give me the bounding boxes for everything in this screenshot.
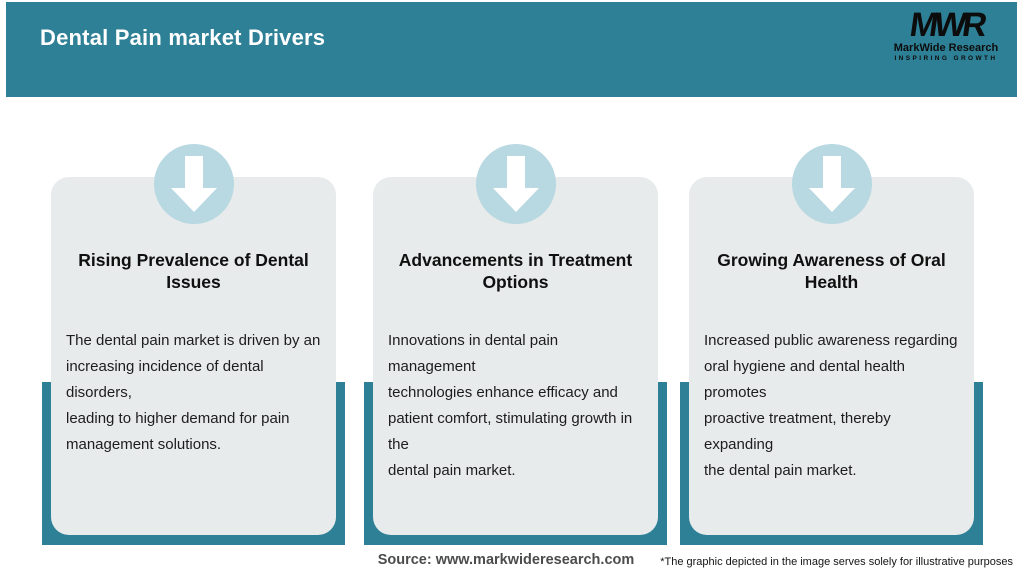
card-title: Growing Awareness of Oral Health — [717, 250, 946, 292]
down-arrow-icon — [808, 156, 855, 212]
page-title: Dental Pain market Drivers — [40, 25, 326, 50]
logo-monogram: MWR — [906, 6, 986, 44]
driver-card: Growing Awareness of Oral Health Increas… — [689, 144, 974, 535]
down-arrow-badge — [791, 144, 872, 224]
logo-tagline: INSPIRING GROWTH — [894, 55, 998, 62]
logo-name: MarkWide Research — [893, 42, 999, 54]
source-text: Source: www.markwideresearch.com — [377, 552, 635, 568]
driver-card: Rising Prevalence of Dental Issues The d… — [51, 144, 336, 535]
card-body: Innovations in dental pain management te… — [388, 332, 633, 479]
driver-card: Advancements in Treatment Options Innova… — [373, 144, 658, 535]
card-body: The dental pain market is driven by an i… — [66, 332, 321, 453]
card-body: Increased public awareness regarding ora… — [704, 332, 958, 479]
card-title: Advancements in Treatment Options — [398, 250, 633, 292]
down-arrow-icon — [492, 156, 539, 212]
card-title: Rising Prevalence of Dental Issues — [78, 250, 309, 292]
down-arrow-badge — [475, 144, 556, 224]
header-band: Dental Pain market Drivers MWR MarkWide … — [6, 2, 1017, 97]
brand-logo: MWR MarkWide Research INSPIRING GROWTH — [891, 6, 1001, 62]
disclaimer-text: *The graphic depicted in the image serve… — [660, 556, 1013, 568]
down-arrow-icon — [170, 156, 217, 212]
down-arrow-badge — [153, 144, 234, 224]
